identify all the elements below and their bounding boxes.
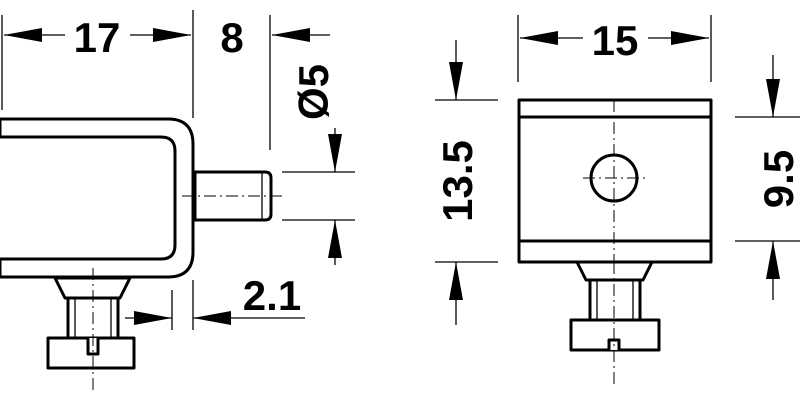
arrow-left [4, 28, 42, 42]
arrow-left [272, 28, 310, 42]
dim-label-15: 15 [592, 17, 639, 64]
u-bracket [0, 117, 195, 279]
front-screw-shaft [588, 278, 642, 322]
arrow-right [671, 31, 709, 45]
arrow-down [766, 79, 780, 117]
dim-label-8: 8 [220, 14, 243, 61]
dim-label-17: 17 [74, 14, 121, 61]
arrow-right [153, 28, 191, 42]
arrow-down [449, 62, 463, 100]
side-view: 17 8 Ø5 2.1 [0, 10, 355, 390]
front-view: 15 13.5 9.5 [434, 15, 800, 385]
arrow-left [520, 31, 558, 45]
dim-label-13-5: 13.5 [434, 140, 481, 222]
arrow-right [134, 311, 172, 325]
dim-label-diameter: Ø5 [290, 64, 337, 120]
arrow-up [766, 241, 780, 279]
dim-label-2-1: 2.1 [243, 272, 301, 319]
dim-label-9-5: 9.5 [755, 150, 800, 208]
arrow-down [328, 134, 342, 172]
screw-neck [53, 276, 132, 300]
arrow-up [449, 262, 463, 300]
arrow-left [193, 311, 231, 325]
arrow-up [328, 220, 342, 258]
